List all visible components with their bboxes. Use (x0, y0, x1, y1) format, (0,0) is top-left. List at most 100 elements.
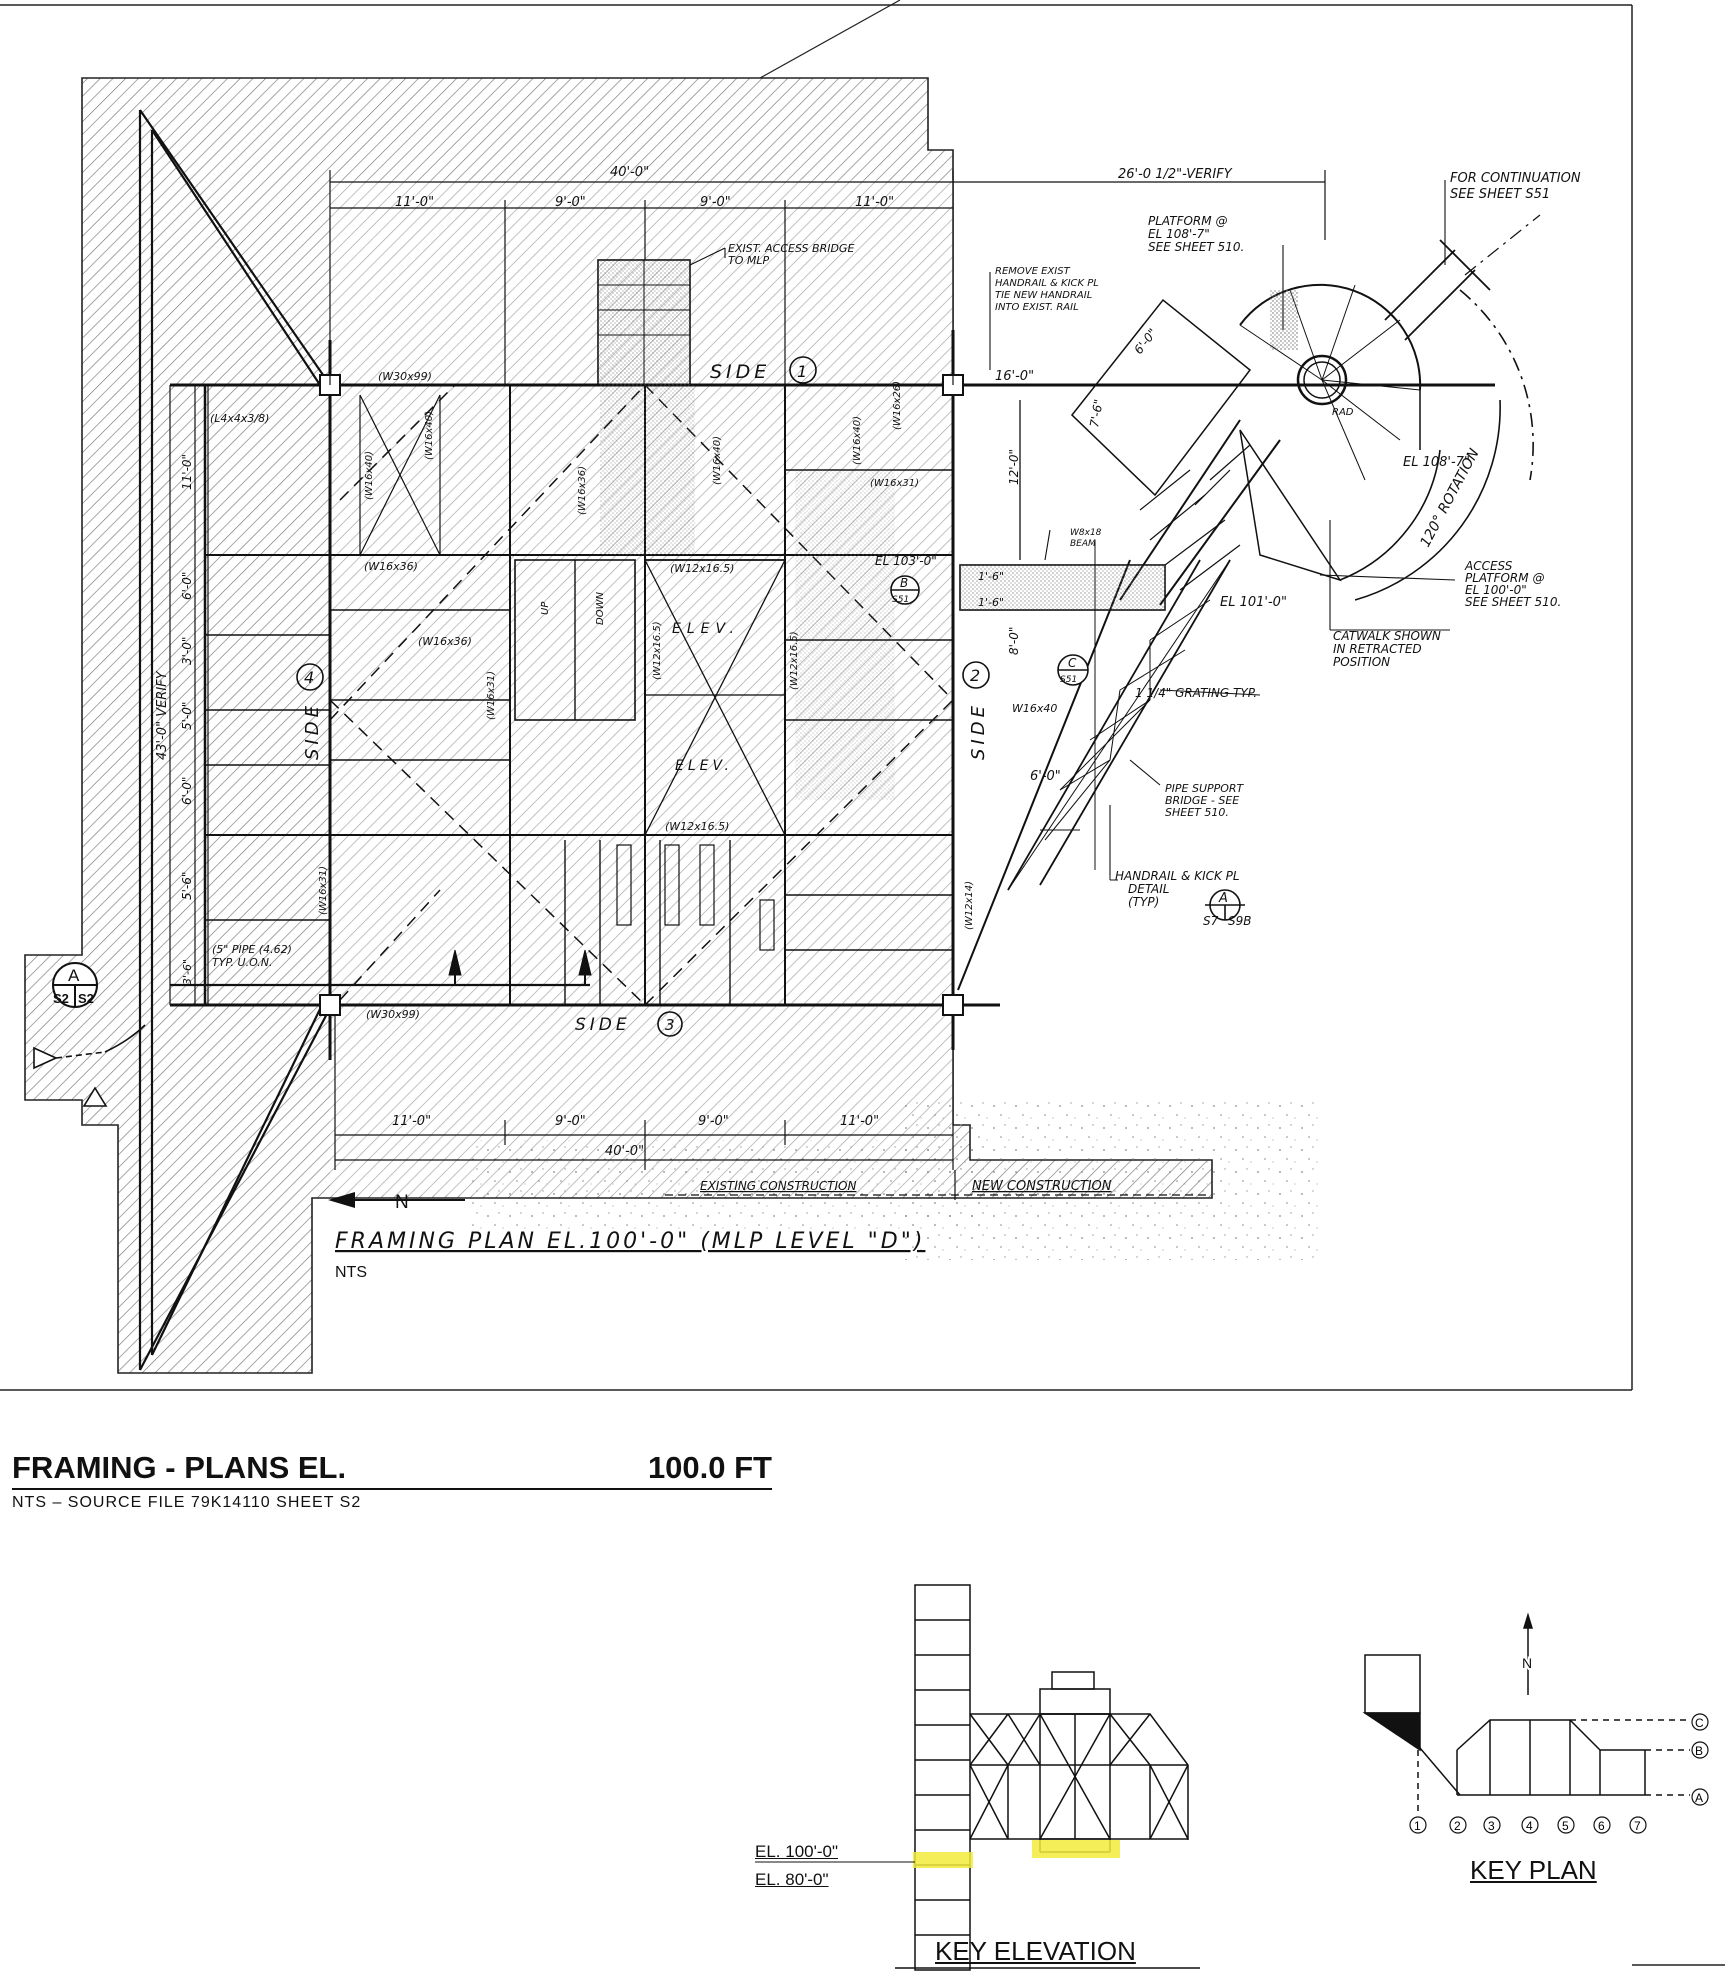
callout-line: IN RETRACTED (1333, 642, 1422, 656)
right-dim: 16'-0" (995, 369, 1034, 384)
pipe-note: (5" PIPE (4.62) TYP. U.O.N. (212, 943, 295, 969)
side-3-number: 3 (665, 1016, 675, 1034)
section-mark-detail-letter: A (1218, 891, 1228, 906)
dim-left-1: 11'-0" (180, 454, 194, 490)
callout-line: SEE SHEET S51 (1450, 187, 1550, 202)
callout-line: SEE SHEET 510. (1465, 595, 1561, 609)
callout-line: FOR CONTINUATION (1450, 171, 1581, 186)
key-elevation-el-80: EL. 80'-0" (755, 1870, 829, 1889)
callout-line: HANDRAIL & KICK PL (995, 278, 1099, 289)
elevator-label: ELEV. (675, 758, 733, 774)
section-mark-a (52, 962, 98, 1008)
pipe-note-line: (5" PIPE (4.62) (212, 943, 292, 956)
stair-up-label: UP (540, 601, 551, 615)
section-mark-a-ref: S2 (53, 991, 69, 1006)
member-label: (W16x31) (486, 671, 497, 720)
callout-line: EXIST. ACCESS BRIDGE (728, 242, 854, 255)
dim-bottom-4: 11'-0" (840, 1114, 879, 1129)
sheet-title-row: FRAMING - PLANS EL. 100.0 FT (12, 1450, 772, 1490)
member-label: (W12x16.5) (652, 621, 663, 680)
right-dim: 12'-0" (1007, 449, 1021, 485)
side-4-number: 4 (304, 668, 314, 687)
member-label: (W30x99) (378, 370, 432, 383)
plan-title: FRAMING PLAN EL.100'-0" (MLP LEVEL "D") (335, 1229, 925, 1254)
new-construction-label: NEW CONSTRUCTION (972, 1179, 1112, 1194)
dim-top-right: 26'-0 1/2"-VERIFY (1118, 167, 1233, 182)
member-label: (W16x36) (364, 560, 418, 573)
dim-bottom-3: 9'-0" (698, 1114, 729, 1129)
key-plan-grid-letter: C (1695, 1716, 1704, 1730)
right-dim: 1'-6" (978, 570, 1004, 583)
key-plan-grid-number: 2 (1454, 1819, 1461, 1833)
member-label: (W16x40) (712, 436, 723, 485)
revision-marks (33, 1024, 146, 1107)
callout-line: DETAIL (1128, 882, 1169, 896)
north-arrow (328, 1192, 465, 1208)
elev-note: RAD (1332, 407, 1354, 418)
callout-line: PLATFORM @ (1465, 571, 1544, 585)
callout-line: POSITION (1333, 655, 1390, 669)
member-label: (W30x99) (366, 1008, 420, 1021)
section-mark-c-letter: C (1068, 656, 1077, 670)
key-elevation-drawing (895, 1584, 1200, 1971)
callout-line: SEE SHEET 510. (1148, 240, 1244, 254)
top-dimensions (329, 170, 1326, 385)
side-1-number: 1 (797, 362, 807, 381)
member-label: (W12x16.5) (670, 562, 734, 575)
callout-line: SHEET 510. (1165, 806, 1229, 819)
callout-text: CATWALK SHOWN IN RETRACTED POSITION (1333, 629, 1445, 669)
elevator-label: ELEV. (672, 621, 740, 637)
section-mark-c (1057, 654, 1089, 686)
plan-scale: NTS (335, 1264, 367, 1281)
right-dim: 1'-6" (978, 596, 1004, 609)
member-label: (W16x40) (852, 416, 863, 465)
dim-left-2: 6'-0" (180, 572, 194, 600)
dim-left-4: 5'-0" (180, 702, 194, 730)
member-label: (W16x31) (318, 866, 329, 915)
member-label: (W16x26) (892, 381, 903, 430)
key-plan-grid-letter: B (1695, 1744, 1703, 1758)
side-1-label: SIDE (710, 361, 770, 383)
dim-top-total: 40'-0" (610, 165, 649, 180)
side-4-label: SIDE (302, 702, 323, 760)
right-dim: 8'-0" (1007, 627, 1021, 655)
member-label: (W16x40) (364, 451, 375, 500)
dim-bottom-1: 11'-0" (392, 1114, 431, 1129)
dim-left-total: 43'-0" VERIFY (155, 670, 170, 760)
sheet-title: FRAMING - PLANS EL. (12, 1450, 347, 1485)
dim-left-5: 6'-0" (180, 777, 194, 805)
member-label: (W12x14) (964, 881, 975, 930)
elev-note: EL 101'-0" (1220, 595, 1287, 610)
callout-text: REMOVE EXIST HANDRAIL & KICK PL TIE NEW … (995, 266, 1102, 313)
callout-line: TIE NEW HANDRAIL (995, 290, 1092, 301)
section-mark-a-sheet: S2 (78, 991, 94, 1006)
dim-left-7: 3'-6" (181, 959, 194, 985)
elev-note: EL 103'-0" (875, 554, 937, 568)
key-elevation-el-100: EL. 100'-0" (755, 1842, 838, 1861)
callout-line: (TYP) (1128, 895, 1159, 909)
framing-grid (170, 259, 1495, 1060)
key-plan-title: KEY PLAN (1470, 1855, 1597, 1885)
key-plan-drawing (1362, 1612, 1690, 1815)
callout-line: REMOVE EXIST (995, 266, 1071, 277)
callout-text: W8x18 BEAM (1070, 528, 1104, 549)
side-2-number: 2 (970, 666, 980, 685)
grating-callout: 1 1/4" GRATING TYP. (1135, 686, 1257, 700)
section-mark-detail-ref: S7 (1203, 914, 1219, 928)
callout-line: BRIDGE - SEE (1165, 794, 1239, 807)
dim-bottom-2: 9'-0" (555, 1114, 586, 1129)
side-1-circle (789, 356, 817, 384)
dim-bottom-total: 40'-0" (605, 1144, 644, 1159)
member-label: (W12x16.5) (789, 631, 800, 690)
column-markers (319, 374, 964, 1016)
key-plan-grid-bubbles (1409, 1713, 1709, 1834)
member-label: (L4x4x3/8) (210, 412, 269, 425)
sheet-source: NTS – SOURCE FILE 79K14110 SHEET S2 (12, 1494, 362, 1511)
key-plan-grid-number: 6 (1598, 1819, 1605, 1833)
dim-top-3: 9'-0" (700, 195, 731, 210)
member-label: (W16x36) (577, 466, 588, 515)
sheet-title-block: FRAMING - PLANS EL. 100.0 FT NTS – SOURC… (12, 1450, 772, 1512)
pipe-note-line: TYP. U.O.N. (212, 956, 273, 969)
callout-leaders (689, 180, 1456, 875)
